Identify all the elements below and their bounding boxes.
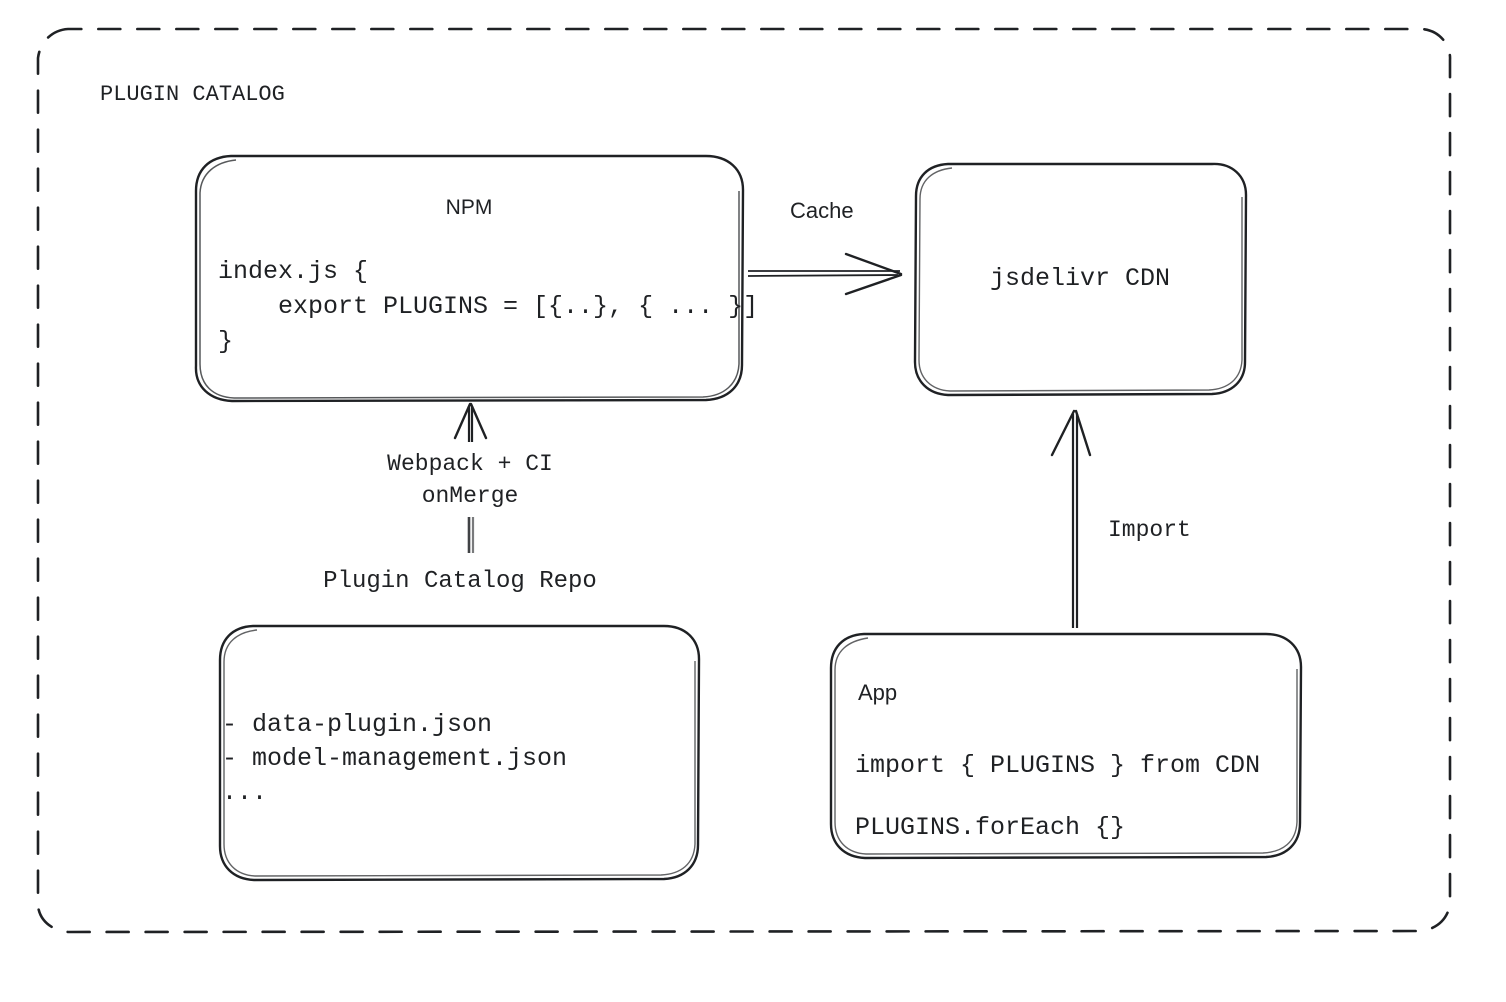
node-repo-caption: Plugin Catalog Repo bbox=[323, 568, 597, 595]
node-repo-item-3: ... bbox=[222, 778, 268, 807]
edge-label-cache: Cache bbox=[790, 198, 854, 223]
node-repo-item-1: - data-plugin.json bbox=[222, 710, 493, 739]
node-repo-shape bbox=[218, 624, 701, 882]
edge-label-webpack-ci: Webpack + CI bbox=[387, 451, 553, 477]
edge-label-import: Import bbox=[1108, 517, 1191, 543]
node-npm-code-line-3: } bbox=[218, 327, 234, 356]
node-app-code-line-2: PLUGINS.forEach {} bbox=[855, 813, 1126, 842]
node-app-title: App bbox=[858, 680, 898, 705]
node-app-code-line-1: import { PLUGINS } from CDN bbox=[855, 751, 1261, 780]
node-npm-code-line-2: export PLUGINS = [{..}, { ... }] bbox=[218, 292, 759, 321]
node-cdn-title: jsdelivr CDN bbox=[989, 264, 1171, 293]
edge-app-to-cdn bbox=[1050, 409, 1092, 628]
node-app-shape bbox=[829, 632, 1303, 860]
node-npm-title: NPM bbox=[445, 196, 493, 219]
group-title: PLUGIN CATALOG bbox=[100, 82, 285, 107]
node-npm-code-line-1: index.js { bbox=[218, 257, 369, 286]
edge-repo-to-npm bbox=[453, 402, 488, 553]
node-repo-item-2: - model-management.json bbox=[222, 744, 568, 773]
edge-npm-to-cdn bbox=[747, 252, 903, 296]
node-cdn-shape bbox=[913, 162, 1248, 397]
node-npm-shape bbox=[194, 154, 745, 403]
edge-label-onmerge: onMerge bbox=[421, 483, 519, 509]
